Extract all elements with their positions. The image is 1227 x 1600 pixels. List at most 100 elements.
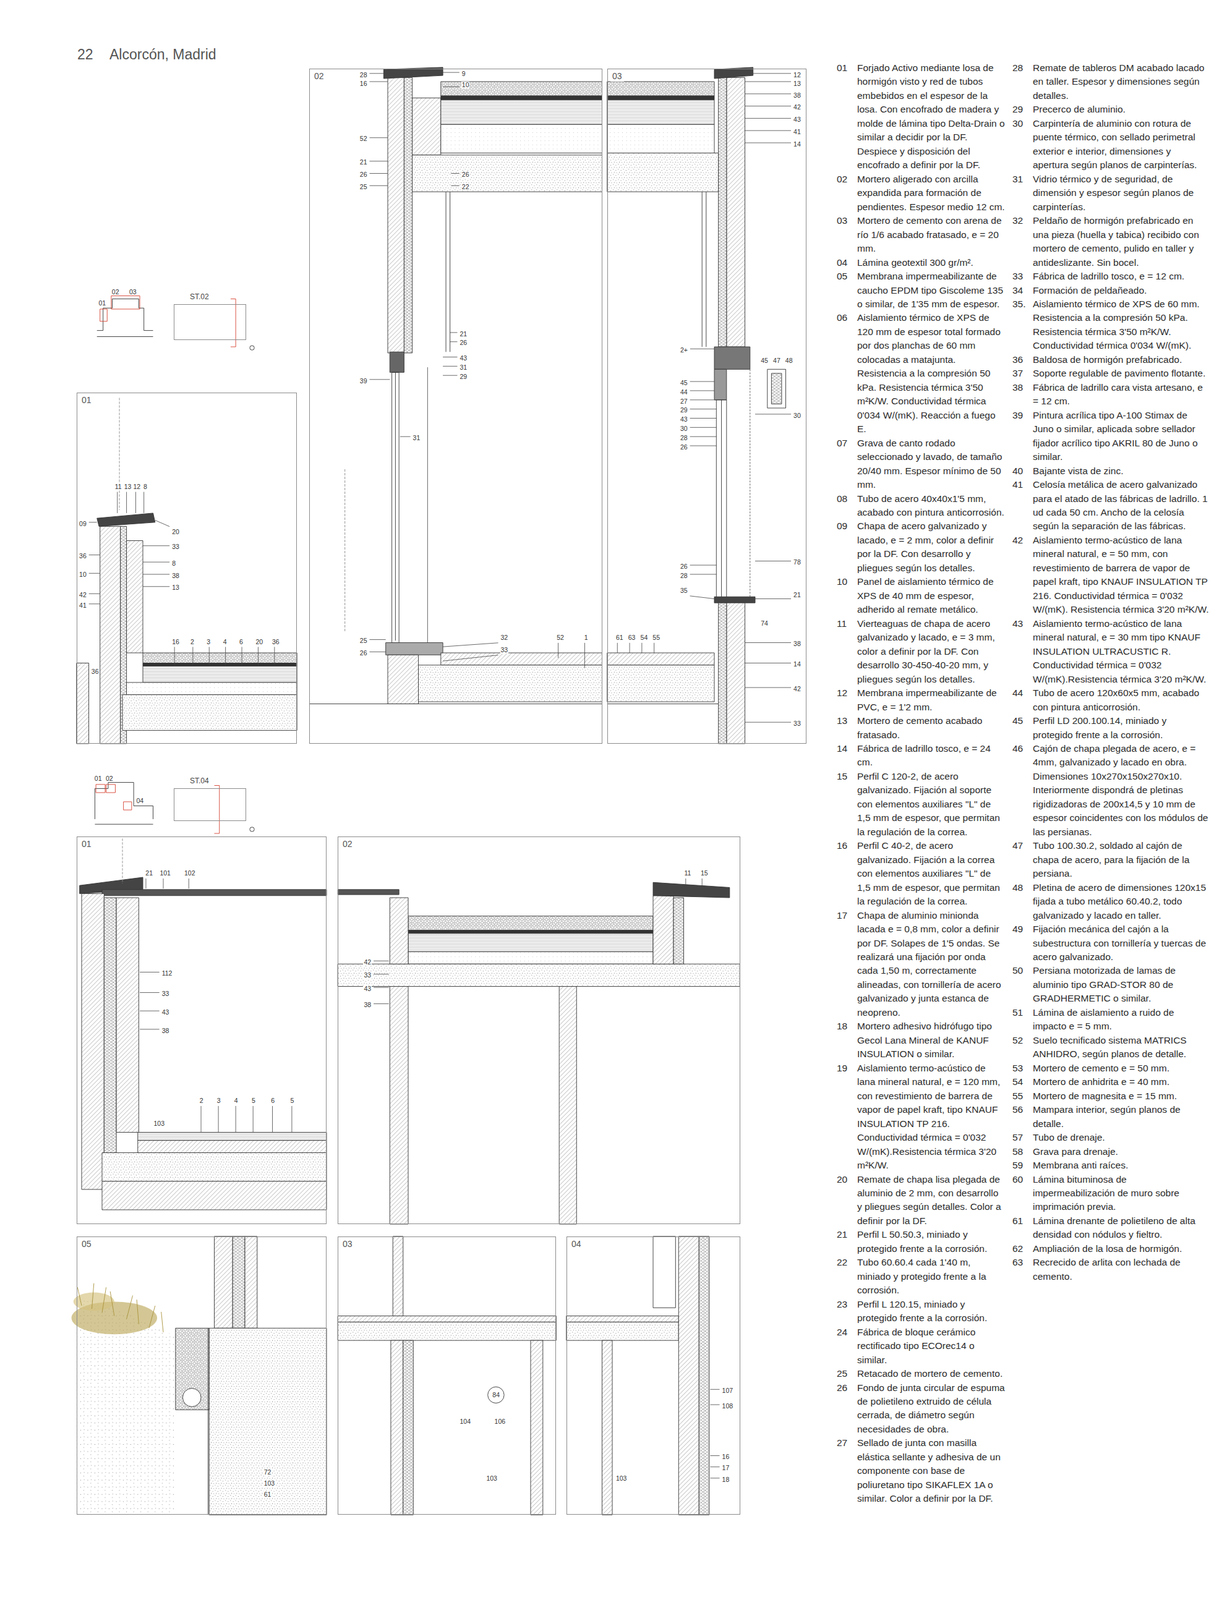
ground-line xyxy=(94,824,153,826)
callout-number: 31 xyxy=(412,434,422,442)
leader-line xyxy=(369,81,388,83)
gravel-layer xyxy=(408,916,654,931)
leader-line xyxy=(690,348,715,350)
legend-note: Aislamiento termo-acústico de lana miner… xyxy=(857,1061,1005,1174)
callout-number: 21 xyxy=(144,870,154,877)
callout-number: 01 xyxy=(94,775,103,783)
callout-number: 25 xyxy=(359,183,368,191)
legend-note: Mortero de cemento e = 50 mm. xyxy=(1032,1061,1210,1076)
leader-line xyxy=(139,992,160,994)
parapet xyxy=(653,896,674,965)
callout-number: 43 xyxy=(161,1009,171,1017)
legend-item: 44Tubo de acero 120x60x5 mm, acabado con… xyxy=(1012,686,1210,715)
leader-line xyxy=(450,185,459,187)
legend-number: 35. xyxy=(1012,297,1027,312)
legend-item: 37Soporte regulable de pavimento flotant… xyxy=(1012,366,1210,381)
legend-note: Tubo 100.30.2, soldado al cajón de chapa… xyxy=(1032,839,1210,881)
callout-number: 8 xyxy=(171,560,177,568)
legend-number: 09 xyxy=(836,519,848,534)
legend-item: 02 Mortero aligerado con arcilla expandid… xyxy=(836,172,1005,214)
leader-line xyxy=(188,878,190,889)
callout-number: 55 xyxy=(651,634,661,642)
leader-line xyxy=(442,375,458,377)
legend-item: 03Mortero de cemento con arena de río 1/… xyxy=(836,213,1005,256)
legend-item: 07Grava de canto rodado seleccionado y l… xyxy=(836,436,1005,493)
window-head xyxy=(389,351,404,373)
legend-number: 02 xyxy=(836,172,848,187)
callout-number: 13 xyxy=(123,483,133,491)
callout-number: 21 xyxy=(459,330,469,338)
legend-note: Perfil LD 200.100.14, miniado y protegid… xyxy=(1032,714,1210,743)
legend-item: 42Aislamiento termo-acústico de lana min… xyxy=(1012,533,1210,618)
callout-number: 107 xyxy=(721,1387,735,1395)
leader-line xyxy=(745,130,792,132)
callout-number: 106 xyxy=(494,1418,507,1426)
callout-number: 14 xyxy=(792,661,802,668)
legend-item: 25Retacado de mortero de cemento. xyxy=(836,1367,1005,1381)
callout-number: 72 xyxy=(263,1469,273,1477)
leader-line xyxy=(89,521,98,523)
callout-number: 11 xyxy=(114,483,123,491)
legend-number: 18 xyxy=(836,1019,848,1034)
legend-item: 48Pletina de acero de dimensiones 120x15… xyxy=(1012,881,1210,923)
grass-stroke xyxy=(77,1287,82,1307)
inner-brick xyxy=(116,897,139,1133)
insulation xyxy=(403,77,412,354)
leader-line xyxy=(709,1466,720,1468)
callout-number: 42 xyxy=(363,959,372,967)
leader-line xyxy=(690,408,717,410)
leader-line xyxy=(745,93,792,95)
leader-line xyxy=(89,593,101,595)
legend-number: 38 xyxy=(1012,380,1023,395)
legend-item: 09Chapa de acero galvanizado y lacado, e… xyxy=(836,519,1005,576)
block-wall xyxy=(412,97,441,155)
legend-number: 14 xyxy=(836,742,848,756)
leader-line xyxy=(690,436,717,438)
callout-number: 16 xyxy=(171,638,180,646)
concrete-slab xyxy=(412,155,603,192)
leader-line xyxy=(584,643,586,669)
legend-item: 33Fábrica de ladrillo tosco, e = 12 cm. xyxy=(1012,269,1210,284)
brick-wall xyxy=(387,77,404,354)
legend-note: Formación de peldañeado. xyxy=(1032,283,1210,298)
legend-item: 46Cajón de chapa plegada de acero, e = 4… xyxy=(1012,742,1210,840)
callout-number: 16 xyxy=(721,1453,731,1461)
legend-note: Vierteaguas de chapa de acero galvanizad… xyxy=(857,617,1005,687)
callout-number: 2 xyxy=(189,638,195,646)
callout-number: 61 xyxy=(263,1491,273,1499)
callout-number: 15 xyxy=(700,870,709,877)
callout-number: 25 xyxy=(359,637,368,645)
legend-item: 58Grava para drenaje. xyxy=(1012,1145,1210,1159)
legend-number: 17 xyxy=(836,909,848,923)
legend-note: Mortero aligerado con arcilla expandida … xyxy=(857,172,1005,214)
callout-number: 21 xyxy=(792,591,802,599)
callout-number: 20 xyxy=(171,528,180,536)
legend-item: 63Recrecido de arlita con lechada de cem… xyxy=(1012,1256,1210,1284)
legend-note: Lámina drenante de polietileno de alta d… xyxy=(1032,1214,1210,1243)
callout-number: 29 xyxy=(679,406,689,414)
leader-line xyxy=(192,646,193,665)
callout-number: 11 xyxy=(684,870,693,877)
legend-note: Peldaño de hormigón prefabricado en una … xyxy=(1032,213,1210,270)
membrane xyxy=(408,930,654,934)
glass xyxy=(395,372,396,641)
interior-screen xyxy=(701,191,703,347)
callout-number: 103 xyxy=(153,1120,166,1128)
callout-number: 63 xyxy=(627,634,637,642)
callout-number: 103 xyxy=(485,1475,498,1483)
legend-note: Mampara interior, según planos de detall… xyxy=(1032,1103,1210,1132)
callout-number: 03 xyxy=(128,288,138,296)
key-marker xyxy=(106,784,116,793)
xps-insulation xyxy=(408,933,654,953)
callout-number: 26 xyxy=(459,339,469,347)
page-title: Alcorcón, Madrid xyxy=(109,47,217,63)
legend-note: Bajante vista de zinc. xyxy=(1032,464,1210,479)
leader-line xyxy=(709,1478,720,1479)
metal-coping xyxy=(653,882,730,898)
gravel-layer xyxy=(142,653,297,664)
callout-number: 45 xyxy=(760,357,769,365)
brick-wall xyxy=(389,987,409,1225)
legend-note: Membrana impermeabilizante de PVC, e = 1… xyxy=(857,686,1005,715)
legend-item: 54Mortero de anhidrita e = 40 mm. xyxy=(1012,1075,1210,1090)
legend-number: 15 xyxy=(836,769,848,784)
